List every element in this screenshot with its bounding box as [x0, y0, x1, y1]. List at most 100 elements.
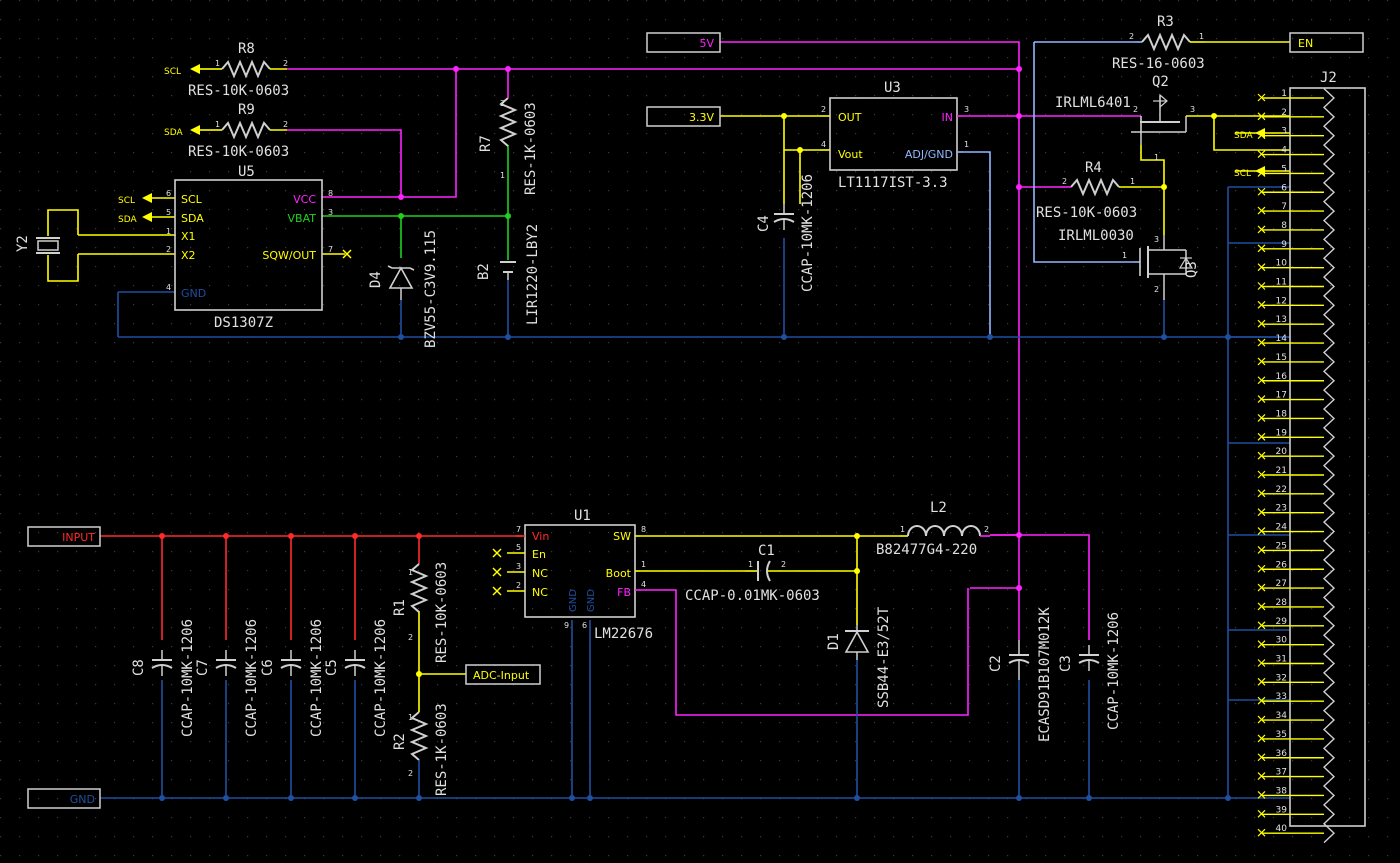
u1-value: LM22676 [594, 626, 653, 642]
u1-pin-vin: Vin [532, 530, 549, 543]
resistor-r2[interactable]: R2 RES-1K-0603 1 2 [392, 700, 450, 796]
pin-number: 2 [283, 120, 288, 129]
j2-pin-number: 9 [1281, 240, 1287, 250]
net-label-sda-j2[interactable]: SDA [1234, 128, 1265, 141]
port-5v[interactable]: 5V [646, 32, 721, 53]
net-aux[interactable] [963, 41, 1135, 337]
pin-number: 1 [900, 525, 905, 534]
net-vbat[interactable] [322, 145, 509, 260]
no-connect-icon [1257, 602, 1266, 611]
j2-pin-number: 37 [1276, 768, 1287, 778]
net-label-scl-j2[interactable]: SCL [1234, 166, 1265, 179]
pin-number: 1 [215, 120, 220, 129]
pin-number: 1 [1199, 32, 1204, 41]
r2-ref: R2 [392, 733, 408, 750]
resistor-r7[interactable]: R7 RES-1K-0603 2 1 [478, 88, 539, 195]
y2-ref: Y2 [15, 235, 31, 252]
net-label-sda-u5[interactable]: SDA [118, 212, 175, 225]
j2-pin-number: 20 [1276, 447, 1288, 457]
port-en[interactable]: EN [1289, 32, 1364, 53]
pin-number: 3 [1190, 105, 1195, 114]
pin-number: 2 [1062, 177, 1067, 186]
port-5v-label: 5V [699, 37, 714, 50]
no-connect-icon [1257, 131, 1266, 140]
resistor-r9[interactable]: R9 RES-10K-0603 1 2 [188, 102, 289, 160]
l2-ref: L2 [930, 500, 947, 516]
no-connect-icon [1257, 828, 1266, 837]
u5-pin-x1: X1 [181, 230, 196, 243]
capacitor-c4[interactable]: C4 CCAP-10MK-1206 [756, 150, 816, 292]
ic-u1[interactable]: U1 LM22676 Vin En NC NC GND GND SW Boot … [492, 508, 653, 642]
c7-value: CCAP-10MK-1206 [244, 619, 260, 737]
no-connect-icon [1257, 282, 1266, 290]
diode-d4[interactable]: D4 BZV55-C3V9.115 [368, 230, 439, 348]
battery-b2[interactable]: B2 LIR1220-LBY2 [476, 224, 541, 325]
port-gnd-label: GND [70, 793, 95, 806]
no-connect-icon [1257, 187, 1266, 196]
q3-value: IRLML0030 [1058, 228, 1134, 244]
no-connect-icon [1257, 640, 1266, 649]
resistor-r1[interactable]: R1 RES-10K-0603 1 2 [392, 562, 450, 663]
ic-u5[interactable]: U5 DS1307Z SCL SDA X1 X2 GND VCC VBAT SQ… [166, 164, 352, 331]
r8-ref: R8 [238, 41, 255, 57]
port-adc-input[interactable]: ADC-Input [465, 664, 541, 685]
diode-d1[interactable]: D1 SSB44-E3/52T [826, 606, 892, 708]
j2-pin-number: 4 [1281, 146, 1287, 156]
j2-pin-number: 14 [1276, 334, 1288, 344]
pin-number: 2 [166, 245, 171, 254]
capacitor-c3[interactable]: C3 CCAP-10MK-1206 [1058, 612, 1122, 730]
transistor-q3[interactable]: IRLML0030 Q3 1 3 2 [1058, 228, 1200, 300]
pin-number: 1 [964, 140, 969, 149]
pin-number: 1 [1122, 251, 1127, 260]
j2-pin-number: 27 [1276, 579, 1287, 589]
resistor-r3[interactable]: R3 RES-16-0603 2 1 [1112, 14, 1205, 72]
u1-ref: U1 [574, 508, 591, 524]
inductor-l2[interactable]: L2 B82477G4-220 1 2 [876, 500, 990, 558]
pin-number: 2 [283, 59, 288, 68]
pin-number: 2 [408, 769, 413, 778]
u1-pin-nc: NC [532, 567, 548, 580]
c8-value: CCAP-10MK-1206 [180, 619, 196, 737]
port-en-label: EN [1298, 37, 1313, 50]
no-connect-icon [1257, 545, 1266, 554]
port-3v3-label: 3.3V [689, 111, 714, 124]
ic-u3[interactable]: U3 LT1117IST-3.3 OUT Vout IN ADJ/GND 2 4… [820, 80, 969, 191]
u5-pin-vcc: VCC [293, 193, 316, 206]
connector-j2[interactable]: J2 1234567891011121314151617181920212223… [1257, 70, 1366, 844]
no-connect-icon [1257, 395, 1266, 404]
resistor-r4[interactable]: R4 RES-10K-0603 2 1 [1036, 160, 1144, 221]
capacitor-c7[interactable]: C7 CCAP-10MK-1206 [195, 619, 260, 737]
pin-number: 2 [781, 560, 786, 569]
pin-number: 1 [1154, 153, 1159, 162]
capacitor-c1[interactable]: C1 CCAP-0.01MK-0603 1 2 [685, 543, 820, 604]
net-5v[interactable] [287, 41, 1141, 716]
pin-number: 6 [166, 189, 171, 198]
net-label-scl-u5[interactable]: SCL [118, 193, 175, 206]
port-adc-label: ADC-Input [473, 669, 530, 682]
no-connect-icon [1257, 168, 1266, 177]
pin-number: 1 [500, 171, 505, 180]
net-label-scl-r8[interactable]: SCL [164, 64, 215, 77]
port-3v3[interactable]: 3.3V [646, 106, 721, 127]
capacitor-c8[interactable]: C8 CCAP-10MK-1206 [131, 619, 196, 737]
net-input[interactable] [100, 535, 522, 640]
capacitor-c6[interactable]: C6 CCAP-10MK-1206 [260, 619, 325, 737]
j2-pin-list: 1234567891011121314151617181920212223242… [1257, 89, 1324, 837]
port-input[interactable]: INPUT [27, 526, 101, 547]
crystal-y2[interactable]: Y2 [15, 209, 79, 282]
pin-number: 4 [641, 580, 646, 589]
c1-value: CCAP-0.01MK-0603 [685, 588, 820, 604]
transistor-q2[interactable]: Q2 IRLML6401 2 3 1 [1055, 74, 1208, 162]
net-label-sda-r9[interactable]: SDA [164, 125, 215, 138]
port-input-label: INPUT [62, 531, 95, 544]
u5-pin-gnd: GND [181, 287, 206, 300]
j2-pin-number: 38 [1276, 786, 1288, 796]
port-gnd[interactable]: GND [27, 788, 101, 809]
r1-value: RES-10K-0603 [434, 562, 450, 663]
capacitor-c5[interactable]: C5 CCAP-10MK-1206 [324, 619, 389, 737]
no-connect-icon [1257, 489, 1266, 498]
pin-number: 5 [516, 543, 521, 552]
resistor-r8[interactable]: R8 RES-10K-0603 1 2 [188, 41, 289, 99]
capacitor-c2[interactable]: C2 ECASD91B107M012K [988, 607, 1053, 742]
